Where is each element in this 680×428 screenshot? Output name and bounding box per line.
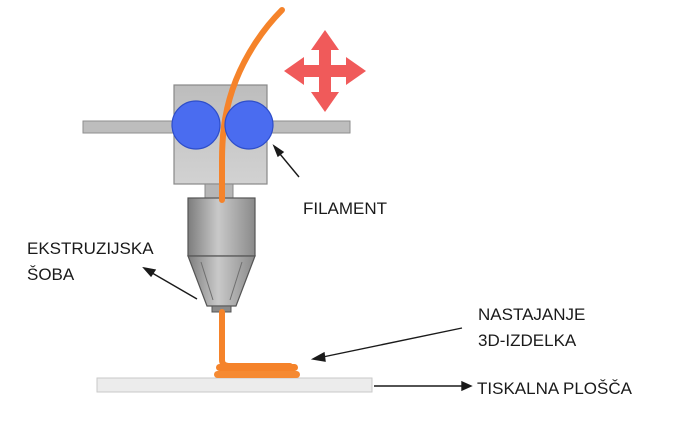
nozzle-body — [187, 197, 256, 257]
extruded-filament — [219, 309, 293, 369]
nozzle-edge-line — [200, 261, 214, 301]
nozzle-label-line2: ŠOBA — [27, 265, 75, 284]
object-label: NASTAJANJE 3D-IZDELKA — [478, 302, 585, 354]
nozzle-label-line1: EKSTRUZIJSKA — [27, 239, 154, 258]
feed-roller-left — [171, 100, 221, 150]
nozzle-cone — [187, 255, 256, 307]
printed-object-layer — [216, 364, 298, 371]
print-bed — [96, 377, 373, 393]
object-leader-line — [317, 327, 463, 359]
filament-label: FILAMENT — [303, 199, 388, 218]
object-label-line1: NASTAJANJE — [478, 305, 586, 324]
nozzle-leader-line — [146, 269, 198, 300]
feed-roller-right — [224, 100, 274, 150]
nozzle-leader-arrowhead — [142, 266, 157, 278]
printed-object-layer — [214, 371, 300, 378]
bed-leader-arrowhead — [461, 380, 473, 392]
bed-label: TISKALNA PLOŠČA — [477, 379, 632, 398]
nozzle-label: EKSTRUZIJSKA ŠOBA — [27, 236, 154, 288]
leader-lines — [142, 144, 473, 392]
object-label-line2: 3D-IZDELKA — [478, 331, 577, 350]
filament-leader-arrowhead — [272, 144, 285, 158]
four-way-arrow-icon — [284, 30, 366, 112]
nozzle-edge-line — [229, 261, 243, 301]
object-leader-arrowhead — [310, 351, 326, 362]
filament-strand — [219, 7, 285, 203]
